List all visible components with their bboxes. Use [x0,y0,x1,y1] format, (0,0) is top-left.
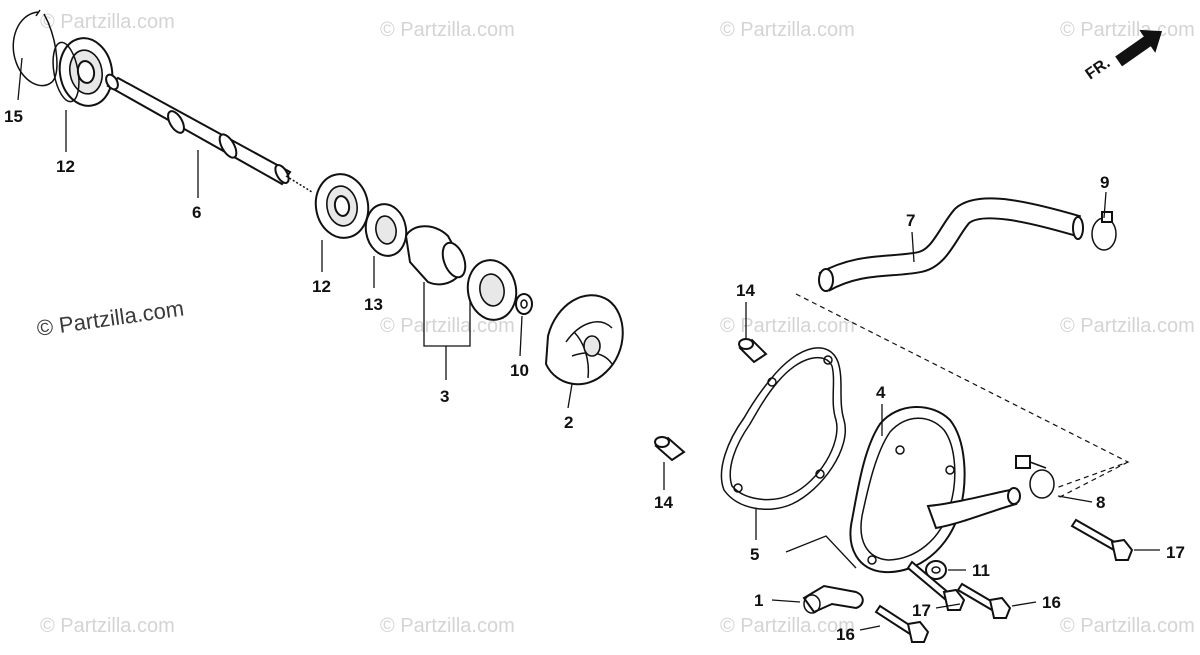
callout-labels: 15 12 6 12 13 3 10 2 14 14 5 4 7 9 8 11 … [4,107,1185,644]
watermark-text: © Partzilla.com [720,315,855,337]
part-12-bearing-lower[interactable] [311,170,373,242]
part-14-dowel-pin-upper[interactable] [738,338,768,364]
callout-11: 11 [972,561,990,580]
part-10-washer[interactable] [515,293,533,315]
part-17-bolt-right[interactable] [1070,518,1134,561]
part-1-bracket[interactable] [802,584,864,614]
part-5-gasket[interactable] [720,347,847,511]
callout-1: 1 [754,591,763,610]
callout-17-center: 17 [912,601,931,620]
part-8-clamp[interactable] [1015,455,1055,499]
callout-6: 6 [192,203,201,222]
watermark-text: © Partzilla.com [380,19,515,41]
watermark-text: © Partzilla.com [40,11,175,33]
callout-7: 7 [906,211,915,230]
callout-3: 3 [440,387,449,406]
callout-12-lower: 12 [312,277,331,296]
watermark-text: © Partzilla.com [40,615,175,637]
part-17-bolt-center[interactable] [906,560,966,611]
direction-label: FR. [1083,55,1114,84]
watermark-text: © Partzilla.com [380,615,515,637]
assembly-guide-lines [795,293,1130,499]
watermark-text: © Partzilla.com [1060,315,1195,337]
watermark-text: © Partzilla.com [1060,19,1195,41]
watermark-text: © Partzilla.com [380,315,515,337]
callout-10: 10 [510,361,529,380]
part-4-pump-cover[interactable] [849,406,1021,574]
callout-12-upper: 12 [56,157,75,176]
callout-5: 5 [750,545,759,564]
callout-17-right: 17 [1166,543,1185,562]
callout-9: 9 [1100,173,1109,192]
callout-16-right: 16 [1042,593,1061,612]
arrow-icon [1115,29,1163,67]
part-16-bolt-right[interactable] [956,582,1012,619]
callout-14-lower: 14 [654,493,673,512]
part-3-mechanical-seal[interactable] [404,225,521,323]
callout-2: 2 [564,413,573,432]
part-2-impeller[interactable] [544,294,624,386]
part-13-oil-seal[interactable] [362,201,410,259]
part-11-washer[interactable] [925,560,947,580]
callout-4: 4 [876,383,886,402]
watermark-text: © Partzilla.com [720,615,855,637]
part-6-pump-shaft[interactable] [104,73,313,193]
callout-15: 15 [4,107,23,126]
callout-16-bottom: 16 [836,625,855,644]
part-16-bolt-bottom[interactable] [874,604,930,643]
part-7-water-hose[interactable] [818,197,1084,292]
callout-8: 8 [1096,493,1105,512]
part-12-bearing-upper[interactable] [49,34,118,110]
part-14-dowel-pin-lower[interactable] [654,436,686,462]
watermark-text: © Partzilla.com [1060,615,1195,637]
watermark-layer: © Partzilla.com © Partzilla.com © Partzi… [40,11,1195,637]
leader-lines [17,57,1160,631]
watermark-main: © Partzilla.com [35,296,185,341]
part-15-circlip[interactable] [12,9,58,87]
watermark-text: © Partzilla.com [720,19,855,41]
callout-14-upper: 14 [736,281,755,300]
callout-13: 13 [364,295,383,314]
